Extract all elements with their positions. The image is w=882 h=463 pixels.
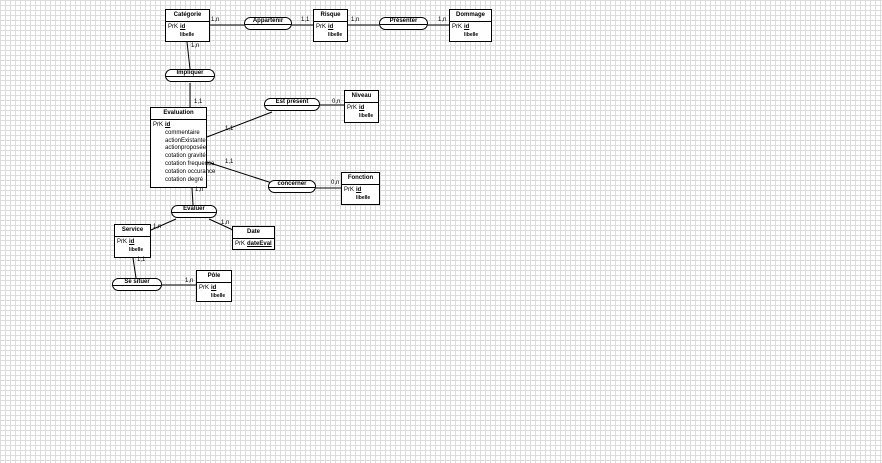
pk-attribute: id [359, 105, 365, 111]
association-name: Présenter [389, 17, 418, 24]
pk-attribute: id [464, 24, 470, 30]
pk-label: PrK [117, 239, 128, 245]
cardinality: 1,1 [137, 257, 146, 263]
pk-label: PrK [235, 241, 246, 247]
attribute: libelle [328, 31, 343, 38]
attribute: actionproposée [165, 145, 207, 152]
cardinality: 1,1 [225, 159, 234, 165]
association-se-situer[interactable]: Se situer [112, 278, 162, 291]
attribute: libelle [129, 246, 144, 253]
entity-name: Niveau [345, 91, 378, 103]
association-presenter[interactable]: Présenter [379, 17, 428, 30]
attribute: actionExistante [165, 137, 206, 144]
entity-name: Fonction [342, 173, 379, 185]
association-name: Appartenir [252, 17, 284, 24]
entity-name: Risque [314, 10, 347, 22]
pk-attribute: id [165, 122, 171, 128]
cardinality: 1,n [211, 17, 220, 23]
line-categorie-impliquer [186, 41, 191, 70]
cardinality: 0,n [332, 99, 341, 105]
cardinality: 1,1 [301, 17, 310, 23]
pk-label: PrK [347, 105, 358, 111]
attribute: cotation occurance [165, 168, 216, 175]
line-evaluer-date [208, 218, 234, 231]
association-name: concerner [277, 180, 307, 187]
cardinality: 1,n [221, 220, 230, 226]
pk-attribute: dateEval [247, 241, 272, 247]
pk-attribute: id [180, 24, 186, 30]
cardinality: 1,1 [225, 126, 234, 132]
pk-label: PrK [168, 24, 179, 30]
attribute: cotation gravité [165, 153, 206, 160]
pk-attribute: id [211, 285, 217, 291]
pk-label: PrK [452, 24, 463, 30]
association-name: Evaluer [183, 205, 205, 212]
pk-attribute: id [356, 187, 362, 193]
entity-name: Pôle [197, 271, 231, 283]
attribute: libelle [359, 112, 374, 119]
attribute: cotation degré [165, 176, 204, 183]
cardinality: 1,n [153, 224, 162, 230]
line-evaluation-estpresent [206, 111, 273, 138]
entity-name: Evaluation [151, 108, 206, 120]
association-evaluer[interactable]: Evaluer [171, 205, 217, 218]
entity-name: Dommage [450, 10, 491, 22]
attribute: libelle [356, 194, 371, 201]
cardinality: 0,n [331, 180, 340, 186]
pk-label: PrK [316, 24, 327, 30]
association-name: Se situer [124, 278, 150, 285]
association-name: Est présent [275, 98, 309, 105]
line-evaluer-service [150, 218, 177, 231]
line-evaluation-evaluer [191, 187, 194, 206]
line-evaluation-concerner [206, 161, 273, 184]
entity-name: Date [233, 227, 274, 239]
pk-attribute: id [129, 239, 135, 245]
entity-name: Catégorie [166, 10, 209, 22]
cardinality: 1,n [438, 17, 447, 23]
cardinality: 1,n [185, 278, 194, 284]
pk-label: PrK [199, 285, 210, 291]
pk-label: PrK [344, 187, 355, 193]
cardinality: 1,n [195, 187, 204, 193]
association-est-present[interactable]: Est présent [264, 98, 320, 111]
association-name: Impliquer [176, 69, 204, 76]
attribute: cotation frequence [165, 160, 215, 167]
pk-label: PrK [153, 122, 164, 128]
cardinality: 1,n [191, 43, 200, 49]
attribute: libelle [211, 292, 226, 299]
attribute: libelle [464, 31, 479, 38]
attribute: commentaire [165, 129, 200, 136]
association-appartenir[interactable]: Appartenir [244, 17, 292, 30]
entity-name: Service [115, 225, 150, 237]
association-concerner[interactable]: concerner [268, 180, 316, 193]
cardinality: 1,1 [194, 99, 203, 105]
attribute: libelle [180, 31, 195, 38]
cardinality: 1,n [351, 17, 360, 23]
association-impliquer[interactable]: Impliquer [165, 69, 215, 82]
pk-attribute: id [328, 24, 334, 30]
line-service-sesituer [132, 257, 137, 279]
